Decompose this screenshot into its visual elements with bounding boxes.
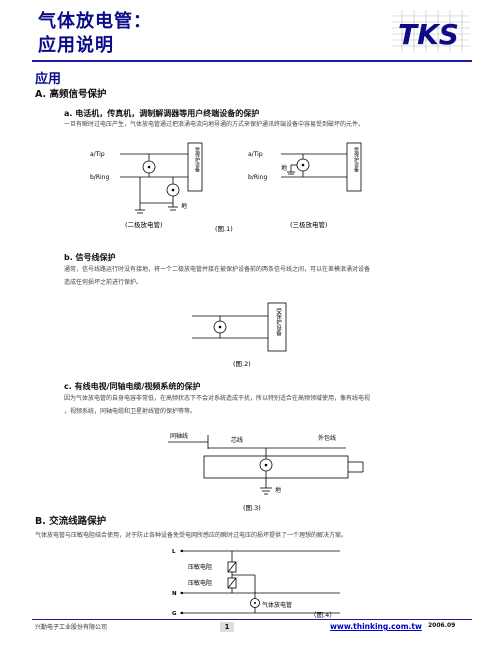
fig1-tip-right: a/Tip <box>248 151 263 158</box>
footer-rule <box>32 619 472 621</box>
subsection-c-body-line1: 因为气体放电管的自身电容非常低，在高频状态下不会对系统造成干扰，所以特别适合在高… <box>64 395 371 402</box>
fig3-caption: (图.3) <box>243 504 261 512</box>
subsection-c-heading: c. 有线电视/同轴电缆/视频系统的保护 <box>64 382 201 391</box>
fig2-caption: (图.2) <box>233 360 251 368</box>
fig1-three-pole-label: (三极放电管) <box>290 220 328 229</box>
fig4-N: N <box>172 591 177 597</box>
fig3-outer-label: 外包线 <box>318 434 336 442</box>
figure-4: L N G 压敏电阻 压敏电阻 气体放电管 （图.4） <box>172 549 340 619</box>
subsection-b-body-line2: 造成任何损坏之前进行保护。 <box>64 279 143 286</box>
footer-page-number: 1 <box>220 622 234 632</box>
section-b-body: 气体放电管与压敏电阻结合使用，对于防止各种设备免受电网所感应的瞬时过电压的损坏提… <box>35 532 348 539</box>
footer-url-link[interactable]: www.thinking.com.tw <box>330 622 422 631</box>
fig3-coax-label: 同轴线 <box>170 432 188 440</box>
fig3-ground-label: 地 <box>275 486 281 494</box>
fig3-core-label: 芯线 <box>231 436 243 444</box>
subsection-b-body-line1: 通常，信号线路运行时没有接地，将一个二极放电管并接在被保护设备前的两条信号线之间… <box>64 266 371 273</box>
fig1-ring-left: b/Ring <box>90 174 109 181</box>
subsection-a-body: 一旦有瞬时过电压产生，气体放电管通过把浪涌电流向地导通的方式来保护通讯终端设备中… <box>64 121 365 128</box>
figure-2: 受保护设备 (图.2) <box>192 302 287 368</box>
section-a-heading: A. 高频信号保护 <box>35 89 107 100</box>
fig4-G: G <box>172 611 177 617</box>
header-rule <box>32 60 472 62</box>
fig1-tip-left: a/Tip <box>90 151 105 158</box>
figure-3: 同轴线 芯线 外包线 地 (图.3) <box>168 432 364 512</box>
section-b-heading: B. 交流线路保护 <box>35 516 107 527</box>
figure-1: a/Tip b/Ring 地 a/Tip b/Ring 地 受保护设备 受保护设… <box>90 142 362 233</box>
fig1-ground-right: 地 <box>281 164 287 172</box>
fig4-varistor2: 压敏电阻 <box>188 579 212 587</box>
doc-title-line1: 气体放电管： <box>38 11 152 32</box>
doc-title-line2: 应用说明 <box>38 35 114 56</box>
subsection-c-body-line2: ，视频系统，同轴电缆和卫星射线管的保护等等。 <box>64 408 197 415</box>
fig1-device-right: 受保护设备 <box>353 146 359 173</box>
fig4-varistor1: 压敏电阻 <box>188 563 212 571</box>
fig1-ring-right: b/Ring <box>248 174 267 181</box>
fig2-device: 受保护设备 <box>275 307 282 337</box>
fig1-device-left: 受保护设备 <box>194 146 200 173</box>
fig1-ground-left: 地 <box>181 202 187 210</box>
fig4-gdt: 气体放电管 <box>262 601 292 609</box>
subsection-b-heading: b. 信号线保护 <box>64 253 116 262</box>
fig1-two-pole-label: (二极放电管) <box>125 220 163 229</box>
company-logo: TKS <box>392 10 470 52</box>
section-title: 应用 <box>35 72 62 87</box>
footer-company: 兴勤电子工业股份有限公司 <box>35 624 108 631</box>
logo-text: TKS <box>398 18 459 51</box>
fig4-L: L <box>172 549 176 555</box>
fig4-caption: （图.4） <box>310 611 336 619</box>
subsection-a-heading: a. 电话机，传真机，调制解调器等用户终端设备的保护 <box>64 109 260 118</box>
footer-date: 2006.09 <box>428 622 456 629</box>
fig1-caption: (图.1) <box>215 225 233 233</box>
